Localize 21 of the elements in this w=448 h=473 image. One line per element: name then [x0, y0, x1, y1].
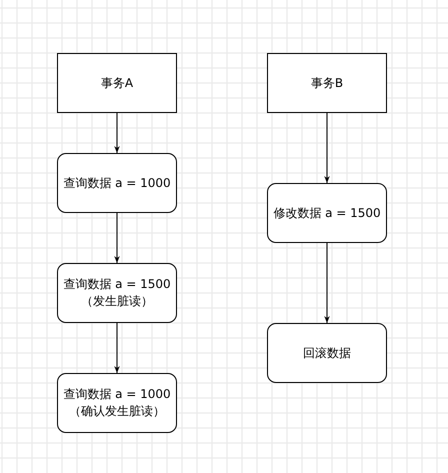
- process-box: [57, 263, 177, 323]
- arrow: [114, 322, 120, 374]
- arrow: [324, 242, 330, 324]
- box-text: 查询数据 a = 1500: [63, 276, 171, 293]
- start-box: [267, 53, 387, 113]
- process-box: [267, 323, 387, 383]
- process-box: [267, 183, 387, 243]
- box-text: 事务B: [310, 74, 344, 92]
- box-text: 事务A: [100, 74, 134, 92]
- box-text: 查询数据 a = 1000: [63, 386, 171, 403]
- arrow: [114, 212, 120, 264]
- box-text: 修改数据 a = 1500: [273, 204, 381, 222]
- box-text: （确认发生脏读）: [69, 403, 165, 420]
- arrow: [324, 112, 330, 184]
- arrow: [114, 112, 120, 154]
- start-box: [57, 53, 177, 113]
- process-box: [57, 153, 177, 213]
- process-box: [57, 373, 177, 433]
- box-text: 查询数据 a = 1000: [63, 174, 171, 192]
- box-text: （发生脏读）: [81, 293, 153, 310]
- box-text: 回滚数据: [303, 344, 351, 362]
